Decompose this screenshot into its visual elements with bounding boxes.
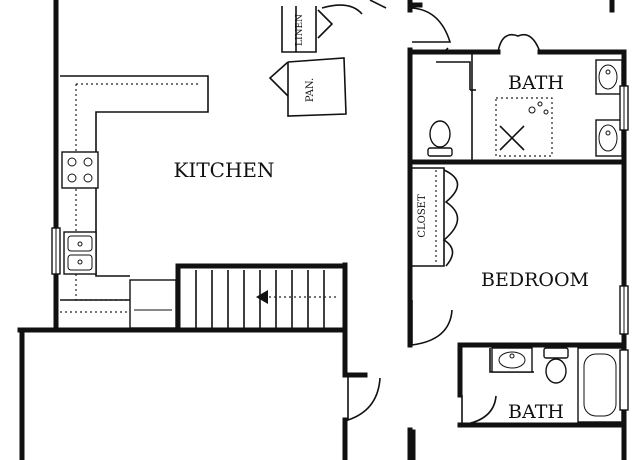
- sink-upper-2-icon: [595, 119, 623, 157]
- bedroom-closet: [412, 167, 445, 267]
- door-swings: [347, 7, 497, 426]
- kitchen-sink-icon: [63, 231, 97, 275]
- upper-bath-walls: [436, 52, 476, 160]
- linen-closet: [281, 6, 317, 53]
- bathtub-icon: [577, 347, 623, 423]
- kitchen-label: KITCHEN: [173, 158, 274, 182]
- refrigerator-icon: [129, 279, 177, 329]
- pantry: [268, 57, 347, 117]
- stair-arrow-icon: [256, 290, 268, 304]
- closet-label: CLOSET: [417, 194, 428, 238]
- stairs: [195, 270, 338, 328]
- bath-door-upper-icon: [497, 33, 541, 53]
- shower-icon: [495, 97, 553, 157]
- kitchen-window: [51, 227, 61, 275]
- sink-lower-icon: [491, 347, 533, 373]
- linen-label: LINEN: [295, 14, 305, 46]
- upper-bath-window: [619, 85, 629, 131]
- toilet-lower-icon: [543, 347, 569, 384]
- bedroom-window: [619, 285, 629, 335]
- sink-upper-1-icon: [595, 59, 623, 95]
- toilet-upper-icon: [427, 120, 453, 157]
- linen-door-icon: [317, 0, 387, 39]
- pantry-label: PAN.: [305, 78, 316, 102]
- walls: [17, 0, 627, 460]
- kitchen-counters: [60, 75, 209, 313]
- closet-door-icon: [442, 169, 459, 267]
- stove-icon: [61, 151, 99, 189]
- bath-lower-label: BATH: [508, 401, 564, 423]
- bedroom-label: BEDROOM: [481, 269, 589, 291]
- lower-bath-window: [619, 349, 629, 411]
- bath-upper-label: BATH: [508, 72, 564, 94]
